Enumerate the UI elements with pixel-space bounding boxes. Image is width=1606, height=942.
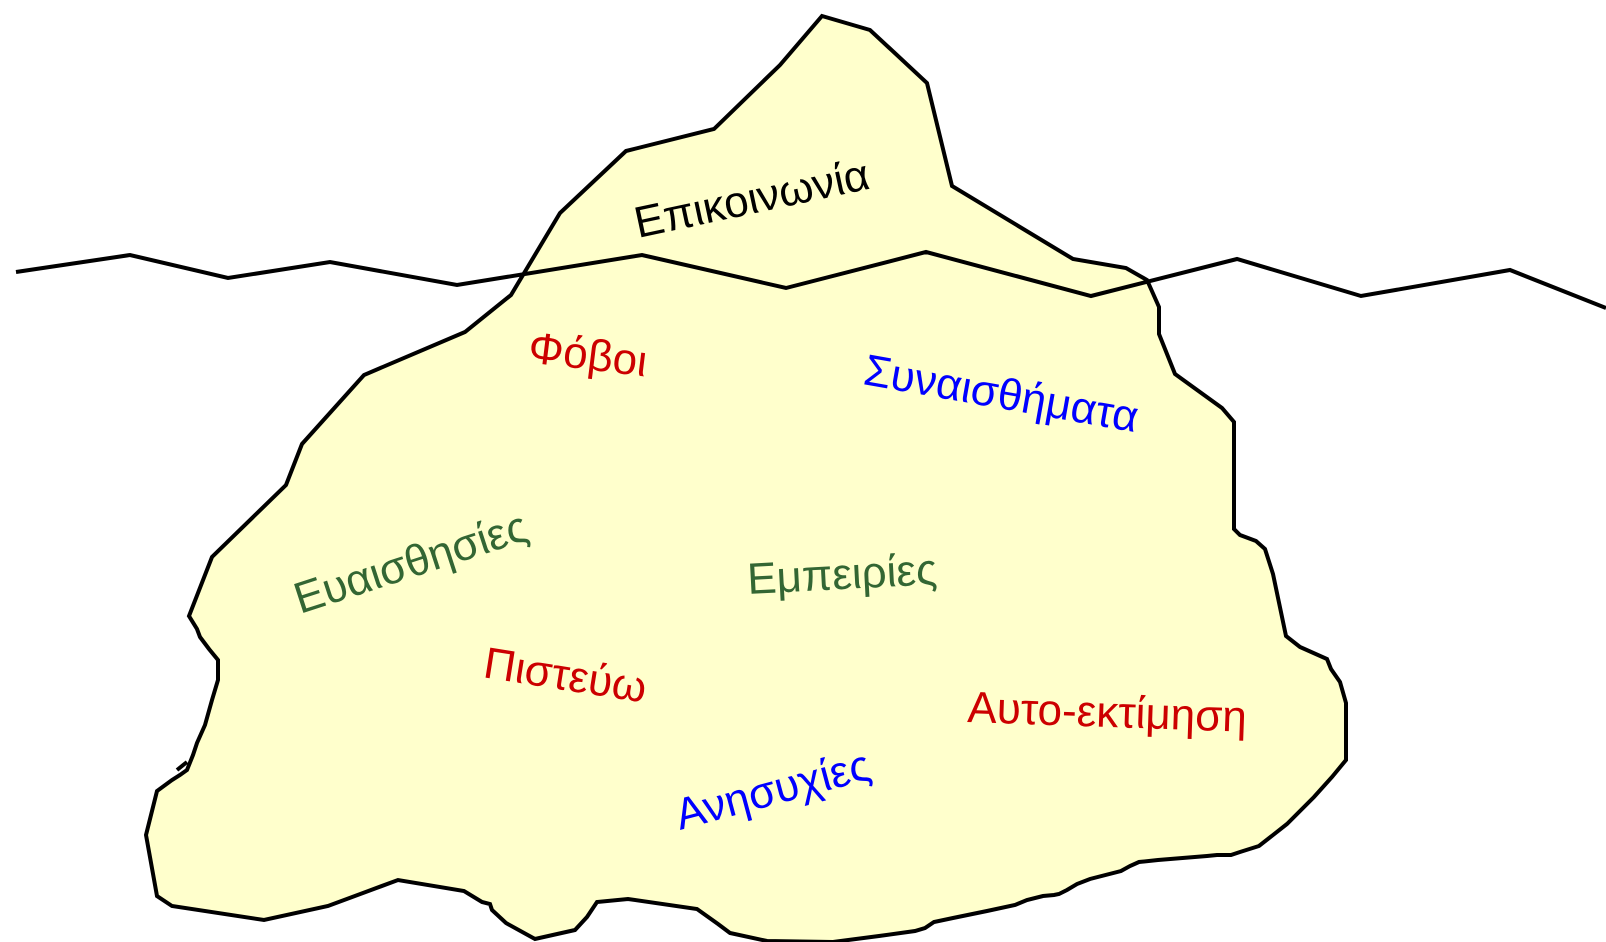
label-experiences: Εμπειρίες xyxy=(746,545,938,604)
label-self-esteem: Αυτο-εκτίμηση xyxy=(967,683,1248,742)
